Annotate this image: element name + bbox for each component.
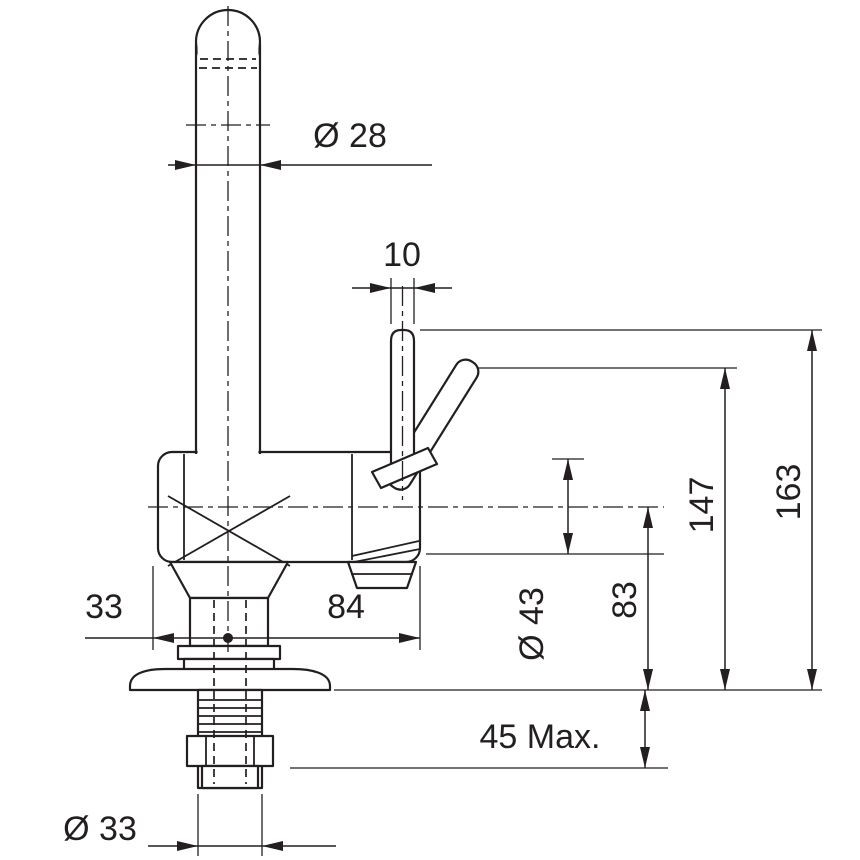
dim-body-diameter: Ø 43 <box>426 458 664 661</box>
base-plate <box>128 667 332 692</box>
shank-bottom-collar <box>200 764 260 790</box>
dim-horizontal-offsets: 33 84 <box>85 566 421 650</box>
centerlines <box>148 6 664 652</box>
spray-outlet <box>346 560 418 590</box>
dim-label-spout-diameter: Ø 28 <box>313 117 387 155</box>
dim-max-deck-thickness: 45 Max. <box>290 690 668 769</box>
center-point-marker <box>223 633 233 643</box>
dim-label-max-deck-thickness: 45 Max. <box>480 718 601 756</box>
dim-spout-diameter: Ø 28 <box>168 117 432 170</box>
shank-threads <box>198 699 262 733</box>
dim-label-body-diameter: Ø 43 <box>513 587 551 661</box>
dim-label-hole-diameter: Ø 33 <box>63 810 137 848</box>
dim-total-height: 163 <box>420 329 822 690</box>
dim-label-handle-width: 10 <box>383 236 421 274</box>
base-cone <box>168 560 290 600</box>
faucet-outline <box>128 8 480 790</box>
dim-label-spout-reach: 84 <box>327 588 365 626</box>
cone-cross-lines <box>167 495 291 567</box>
lever-collar <box>370 446 439 490</box>
dim-handle-width: 10 <box>352 236 452 324</box>
dimensions: Ø 28 10 163 147 <box>63 117 822 856</box>
dim-spout-height: 83 <box>606 507 653 690</box>
spout-column <box>194 44 262 454</box>
dim-label-left-offset: 33 <box>85 588 123 626</box>
dim-handle-height: 147 <box>478 367 737 690</box>
dim-hole-diameter: Ø 33 <box>63 794 336 856</box>
dim-label-spout-height: 83 <box>606 581 644 619</box>
dim-label-handle-height: 147 <box>683 477 721 534</box>
dim-label-total-height: 163 <box>770 464 808 521</box>
mounting-nut <box>185 734 275 768</box>
flange-ring-upper <box>176 644 282 661</box>
